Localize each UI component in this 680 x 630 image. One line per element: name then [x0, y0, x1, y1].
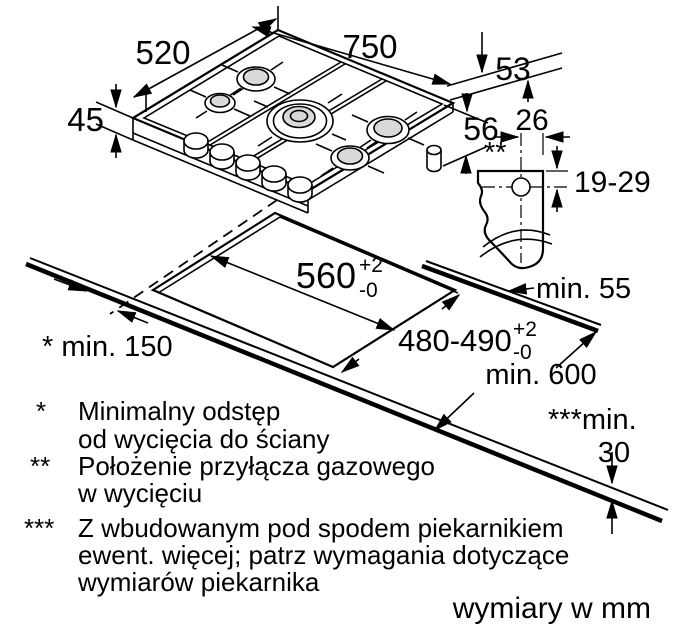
dim-wall-clearance-label: min. 55: [536, 273, 631, 305]
control-knobs: [183, 132, 313, 203]
worktop-front-edge-thin: [29, 257, 669, 511]
footnote-3-line1: Z wbudowanym pod spodem piekarnikiem: [78, 513, 564, 543]
cutout-dimensions: 560 +2 -0 480-490 +2 -0 * min. 150 min. …: [42, 254, 637, 534]
dim-side-wall-label: * min. 150: [42, 331, 173, 363]
cutout-depth-tol-plus: +2: [513, 318, 537, 341]
dim-axis-offset-label: 26: [515, 104, 548, 137]
detail-ext-lines: [542, 133, 568, 172]
wall-projection-dashed-line: [109, 199, 278, 315]
arrow-min600-front: [433, 392, 475, 432]
arrow-min150-left: [53, 278, 88, 292]
gas-connection-detail: 26 ** 19-29 min. 55: [476, 104, 651, 305]
worktop-front-edge-thick: [25, 261, 663, 524]
footnote-3-line3: wymiarów piekarnika: [77, 567, 320, 597]
arrow-min150-right: [116, 310, 149, 324]
cutout-width-tol-minus: -0: [359, 279, 378, 302]
dim-connection-height-label: 56: [463, 111, 499, 147]
dim-back-height-label: 53: [495, 51, 531, 87]
burner-back-right: [366, 115, 410, 145]
ext-lines-front-height: [95, 101, 134, 141]
dim-cutout-width-label: 560: [296, 255, 356, 296]
break-symbol: [479, 229, 553, 258]
gas-inlet-pipe: [426, 144, 442, 173]
arrow-min55: [507, 283, 535, 295]
footnote-2-marker: **: [30, 451, 50, 481]
dim-line-cutout-width: [209, 255, 396, 331]
dim-depth-range-label: 19-29: [574, 166, 651, 199]
worktop-back-edge-thin: [425, 260, 602, 326]
burner-center-wok: [266, 99, 334, 143]
footnotes: * Minimalny odstęp od wycięcia do ściany…: [24, 396, 651, 625]
burner-front-right: [330, 145, 370, 171]
footnote-1-marker: *: [36, 396, 46, 426]
gas-connection-hole: [511, 177, 531, 197]
dim-worktop-depth-label: min. 600: [485, 359, 596, 391]
dim-front-height-label: 45: [67, 101, 104, 138]
cutout-width-tol-plus: +2: [359, 254, 383, 277]
worktop-back-edge-thick: [421, 263, 599, 334]
units-note: wymiary w mm: [452, 592, 651, 625]
footnote-1-line1: Minimalny odstęp: [78, 396, 280, 426]
worktop-profile-section: [476, 169, 545, 270]
grate-dividers: [205, 61, 387, 163]
arrow-min600-back: [555, 330, 598, 369]
dim-cutout-depth-label: 480-490: [398, 323, 512, 358]
footnote-3-line2: ewent. więcej; patrz wymagania dotyczące: [78, 540, 569, 570]
arrow-cutout-depth-back: [441, 293, 461, 311]
dim-line-width-750: [251, 26, 452, 85]
arrow-cutout-depth-front: [340, 356, 360, 373]
burner-front-left-small: [204, 92, 236, 114]
cutout-inner-edge: [157, 216, 459, 294]
footnote-2-line1: Położenie przyłącza gazowego: [78, 451, 435, 481]
dim-below-clearance-marker: ***min.: [548, 404, 637, 436]
footnote-2-line2: w wycięciu: [77, 478, 202, 508]
cutout-depth-tol-minus: -0: [513, 341, 532, 364]
dim-depth-label: 520: [135, 34, 190, 71]
footnote-3-marker: ***: [24, 513, 54, 543]
hob-dimensions: 750 520 45 53 56: [67, 6, 563, 174]
dim-width-label: 750: [342, 28, 397, 65]
burner-back-left: [236, 66, 276, 92]
footnote-1-line2: od wycięcia do ściany: [78, 424, 329, 454]
dim-line-depth-520: [132, 18, 278, 98]
dim-below-clearance-value: 30: [598, 437, 630, 469]
gas-position-marker: **: [484, 137, 507, 169]
